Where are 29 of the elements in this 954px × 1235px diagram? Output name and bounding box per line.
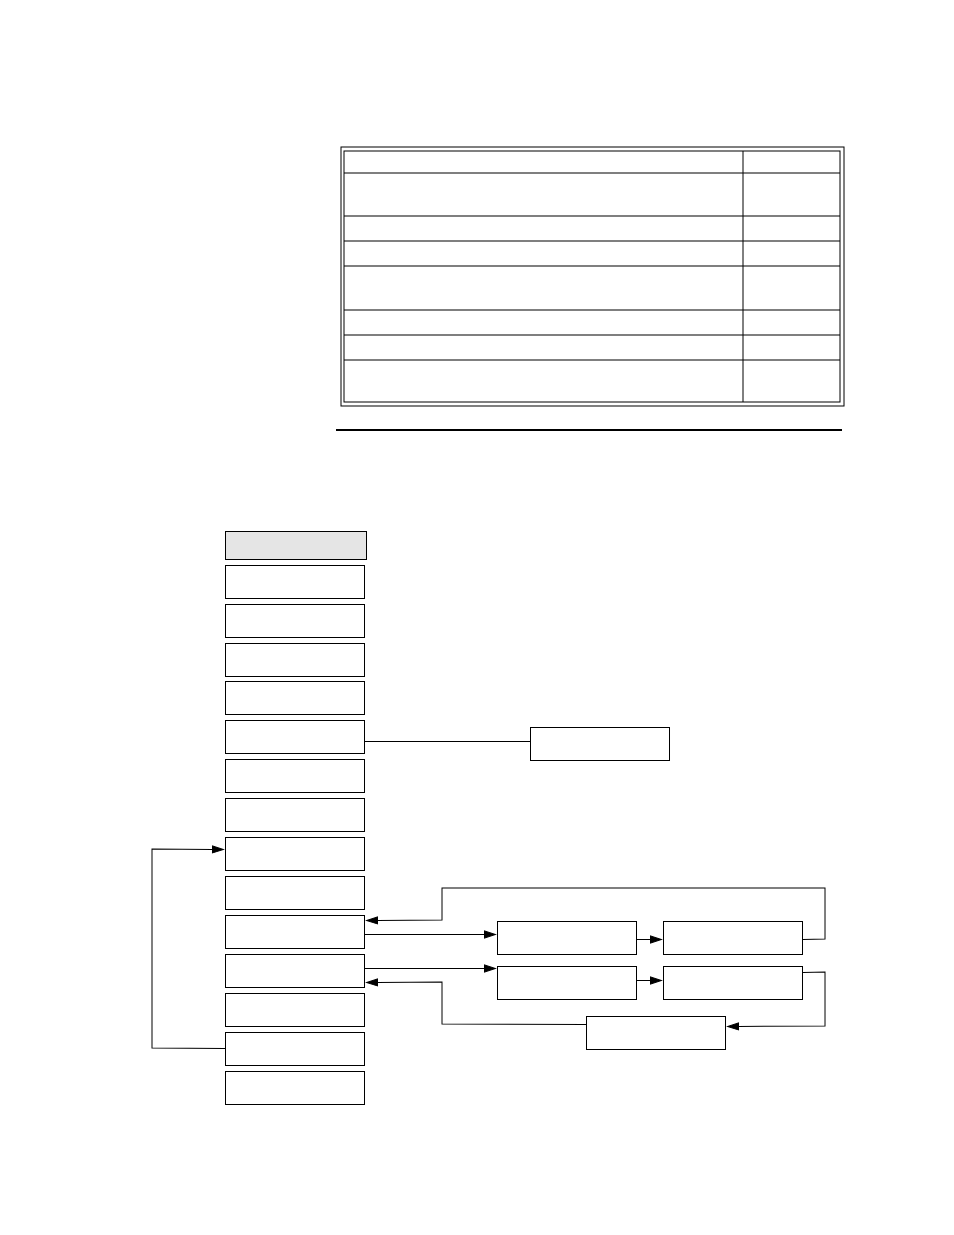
process-box xyxy=(225,993,365,1027)
process-box xyxy=(225,798,365,832)
process-box xyxy=(225,565,365,599)
process-box xyxy=(225,837,365,871)
process-box xyxy=(663,966,803,1000)
arrow xyxy=(151,845,226,1049)
arrow xyxy=(636,976,662,985)
process-box xyxy=(225,1071,365,1105)
process-box xyxy=(497,966,637,1000)
process-box xyxy=(586,1016,726,1050)
arrow xyxy=(727,971,826,1031)
process-box xyxy=(225,876,365,910)
process-box xyxy=(225,531,367,560)
process-box xyxy=(225,720,365,754)
process-box xyxy=(225,643,365,677)
arrow xyxy=(366,978,587,1025)
process-box xyxy=(225,915,365,949)
process-box xyxy=(225,954,365,988)
process-box xyxy=(225,604,365,638)
arrow xyxy=(636,935,662,944)
process-box xyxy=(225,681,365,715)
process-box xyxy=(225,1032,365,1066)
process-box xyxy=(530,727,670,761)
process-box xyxy=(663,921,803,955)
arrow xyxy=(364,930,496,939)
process-box xyxy=(497,921,637,955)
arrow xyxy=(364,964,496,973)
process-box xyxy=(225,759,365,793)
arrow xyxy=(366,887,826,940)
